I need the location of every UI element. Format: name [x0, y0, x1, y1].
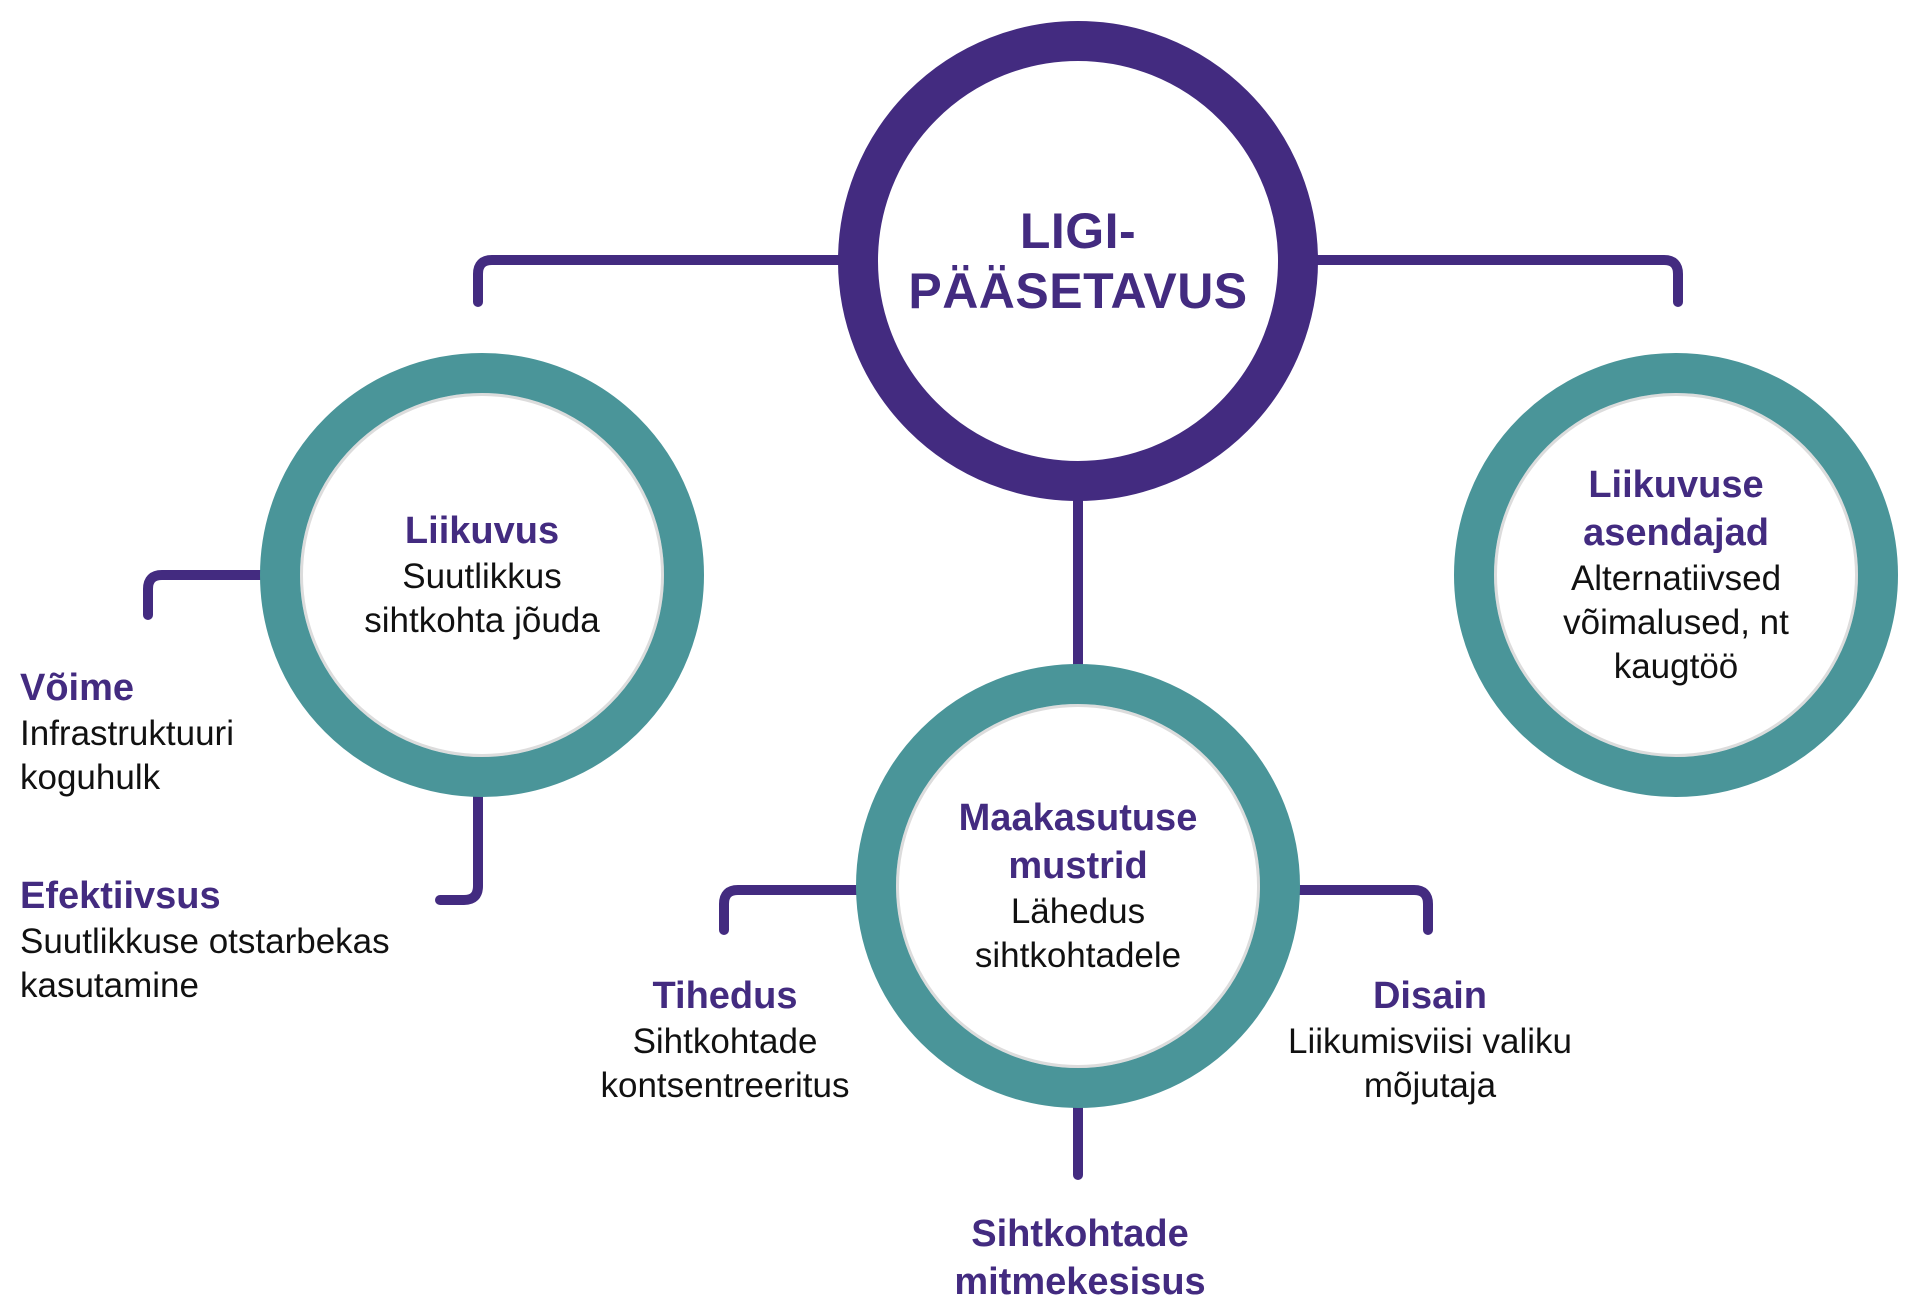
label-efektiivsus-title: Efektiivsus	[20, 875, 221, 917]
label-tihedus: Tihedus Sihtkohtade kontsentreeritus	[560, 972, 890, 1108]
node-asendajad-desc: Alternatiivsed võimalused, nt kaugtöö	[1563, 559, 1789, 686]
node-maakasutus-desc: Lähedus sihtkohtadele	[974, 892, 1182, 975]
node-liikuvus-desc: Suutlikkus sihtkohta jõuda	[364, 557, 600, 640]
node-asendajad: Liikuvuse asendajad Alternatiivsed võima…	[1454, 353, 1898, 797]
connector-center-asendajad	[1311, 255, 1683, 307]
label-efektiivsus-desc: Suutlikkuse otstarbekas kasutamine	[20, 922, 390, 1005]
node-maakasutus-title: Maakasutuse mustrid	[958, 797, 1198, 887]
center-title-line1: LIGI-	[1019, 203, 1137, 259]
label-voime: Võime Infrastruktuuri koguhulk	[20, 664, 340, 800]
label-disain-title: Disain	[1372, 975, 1488, 1017]
connector-maakasutus-disain	[1293, 885, 1433, 935]
label-tihedus-title: Tihedus	[652, 975, 798, 1017]
node-maakasutus: Maakasutuse mustrid Lähedus sihtkohtadel…	[856, 664, 1300, 1108]
connector-liikuvus-voime	[143, 570, 267, 620]
label-disain: Disain Liikumisviisi valiku mõjutaja	[1260, 972, 1600, 1108]
connector-liikuvus-efektiivsus	[435, 792, 483, 905]
node-liikuvus-title: Liikuvus	[404, 510, 560, 552]
connector-maakasutus-tihedus	[719, 885, 863, 935]
label-tihedus-desc: Sihtkohtade kontsentreeritus	[600, 1022, 850, 1105]
label-voime-title: Võime	[20, 667, 135, 709]
connector-center-liikuvus	[473, 255, 845, 307]
label-efektiivsus: Efektiivsus Suutlikkuse otstarbekas kasu…	[20, 872, 500, 1008]
label-disain-desc: Liikumisviisi valiku mõjutaja	[1288, 1022, 1572, 1105]
node-asendajad-title: Liikuvuse asendajad	[1583, 464, 1769, 554]
label-voime-desc: Infrastruktuuri koguhulk	[20, 714, 234, 797]
label-mitmekesisus-title: Sihtkohtade mitmekesisus	[954, 1213, 1206, 1303]
label-mitmekesisus: Sihtkohtade mitmekesisus	[870, 1210, 1290, 1306]
center-node: LIGI- PÄÄSETAVUS	[838, 21, 1318, 501]
center-title-line2: PÄÄSETAVUS	[908, 263, 1248, 319]
